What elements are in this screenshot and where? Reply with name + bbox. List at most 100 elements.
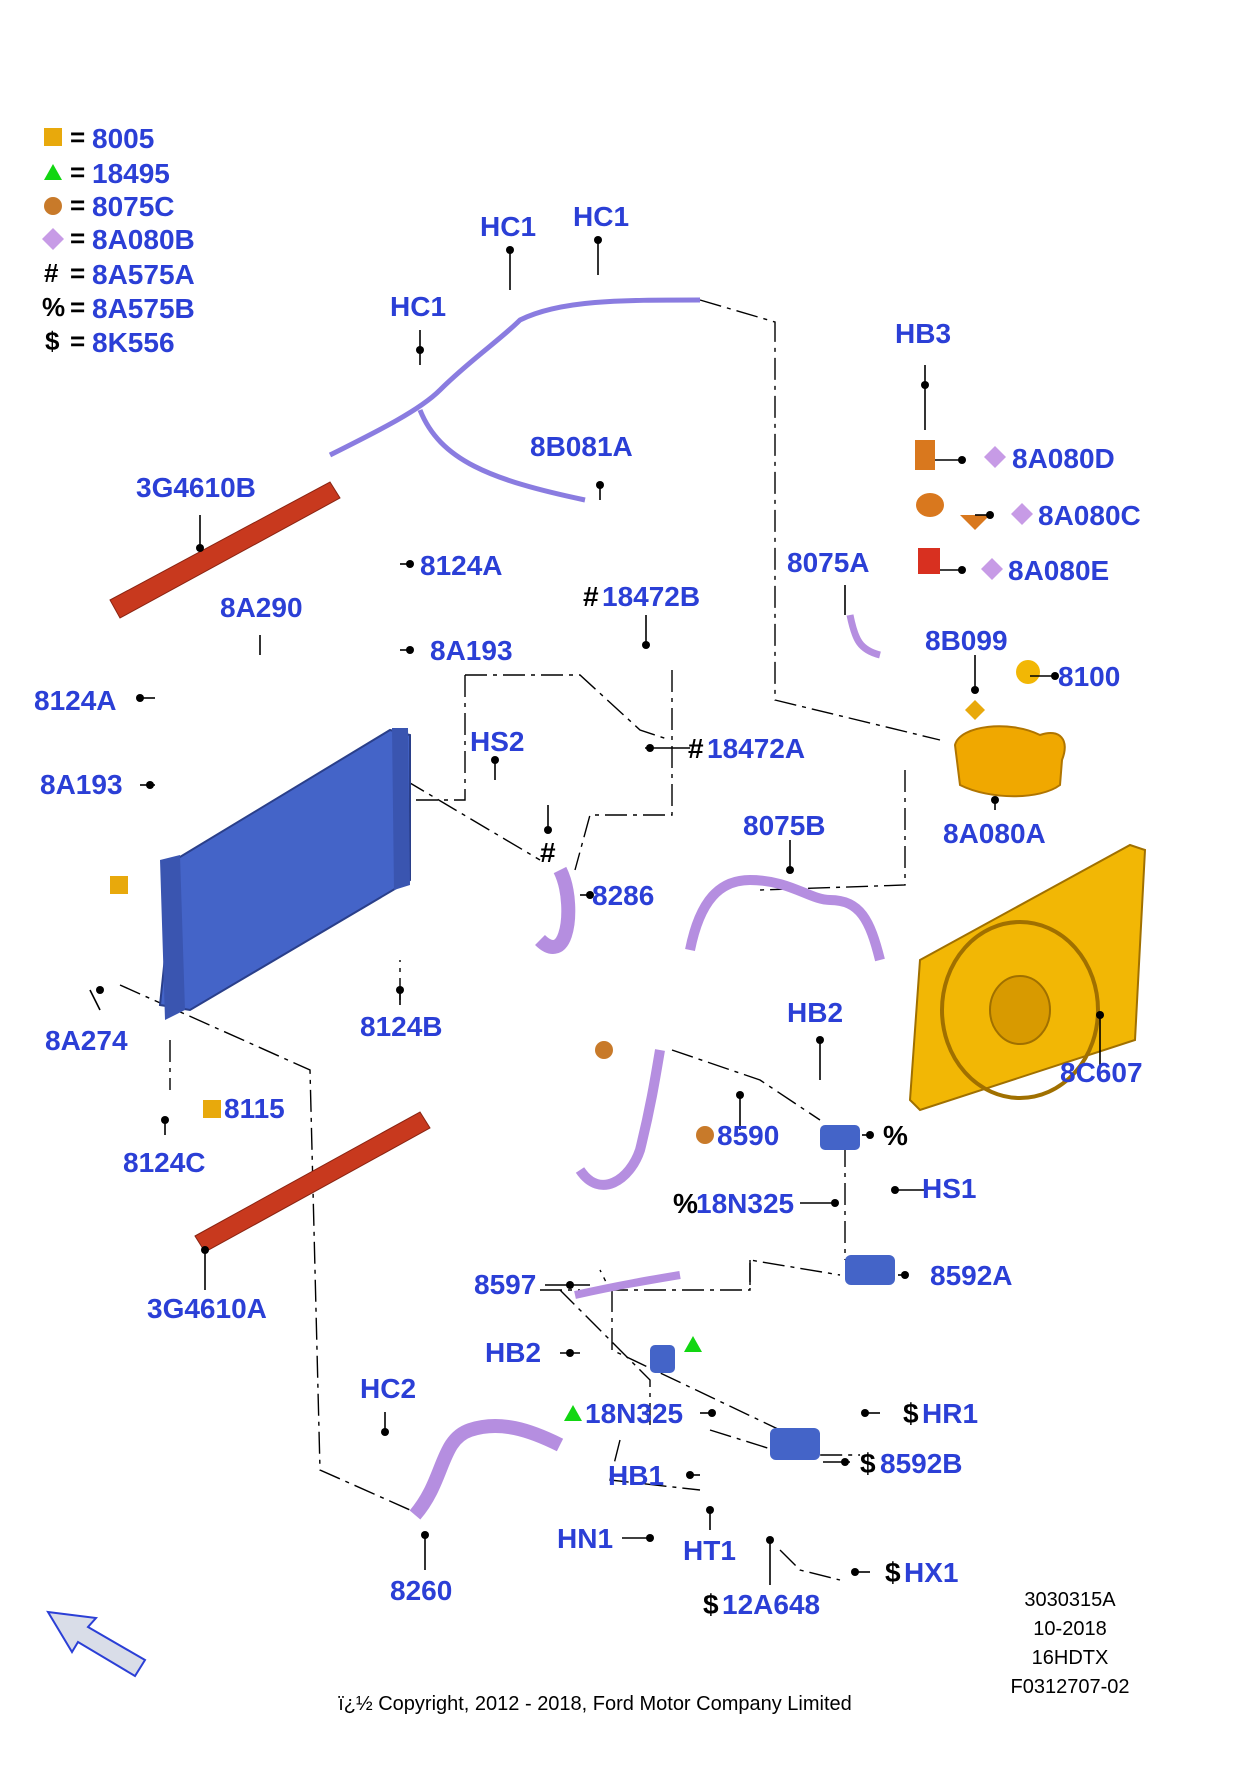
- label-18472b: 18472B: [602, 581, 700, 612]
- diamond-marker-8a080d: [984, 446, 1006, 468]
- label-8a080e: 8A080E: [1008, 555, 1109, 586]
- legend-code-3: 8075C: [92, 191, 175, 222]
- thermostat-8592b: [770, 1428, 820, 1460]
- part-labels: HC1 HC1 HC1 HB3 8A080D 8A080C 8A080E 8B0…: [34, 201, 1143, 1620]
- pump-part: [650, 1345, 675, 1373]
- label-8b099: 8B099: [925, 625, 1008, 656]
- foam-strip-3g4610a: [194, 1111, 431, 1253]
- radiator: [158, 728, 411, 1020]
- label-hx1: HX1: [904, 1557, 958, 1588]
- legend-circle-icon: [44, 197, 62, 215]
- vent-hose-8b081a: [328, 297, 701, 458]
- circle-marker-8590: [696, 1126, 714, 1144]
- valve-hb2: [820, 1125, 860, 1150]
- legend-code-7: 8K556: [92, 327, 175, 358]
- hose-8075a: [846, 614, 881, 659]
- hose-8075b: [685, 874, 885, 962]
- label-18n325-bot: 18N325: [585, 1398, 683, 1429]
- label-8a193-left: 8A193: [40, 769, 123, 800]
- legend-symbol-5: #: [44, 258, 59, 288]
- label-18472b-symbol: #: [583, 581, 599, 612]
- legend-eq-7: =: [70, 326, 85, 356]
- label-18n325-top-symbol: %: [673, 1188, 698, 1219]
- vent-hose-branch: [417, 409, 586, 503]
- label-8592b-symbol: $: [860, 1448, 876, 1479]
- legend-code-1: 8005: [92, 123, 154, 154]
- label-8115: 8115: [224, 1093, 285, 1124]
- label-hash-lone: #: [540, 837, 556, 868]
- label-8100: 8100: [1058, 661, 1120, 692]
- label-hn1: HN1: [557, 1523, 613, 1554]
- label-8124c: 8124C: [123, 1147, 206, 1178]
- label-12a648: 12A648: [722, 1589, 820, 1620]
- label-hb2-top: HB2: [787, 997, 843, 1028]
- degas-valves: [915, 440, 990, 574]
- fan-shroud: [908, 843, 1147, 1112]
- label-8a080a: 8A080A: [943, 818, 1046, 849]
- label-hc1-c: HC1: [390, 291, 446, 322]
- triangle-marker-pump: [684, 1336, 702, 1352]
- legend-diamond-icon: [42, 228, 64, 250]
- hose-8260: [409, 1418, 564, 1520]
- label-8124a-left: 8124A: [34, 685, 117, 716]
- label-8590: 8590: [717, 1120, 779, 1151]
- info-line-3: 16HDTX: [1032, 1647, 1109, 1669]
- label-hc2: HC2: [360, 1373, 416, 1404]
- label-8a290: 8A290: [220, 592, 303, 623]
- label-8124a-top: 8124A: [420, 550, 503, 581]
- expansion-tank: [953, 660, 1066, 798]
- label-hx1-symbol: $: [885, 1557, 901, 1588]
- legend-eq-1: =: [70, 122, 85, 152]
- label-8075a: 8075A: [787, 547, 870, 578]
- info-line-1: 3030315A: [1024, 1589, 1116, 1611]
- info-line-2: 10-2018: [1033, 1618, 1106, 1640]
- label-18n325-top: 18N325: [696, 1188, 794, 1219]
- legend-code-4: 8A080B: [92, 224, 195, 255]
- legend-code-2: 18495: [92, 158, 170, 189]
- legend-eq-6: =: [70, 292, 85, 322]
- hose-8286: [535, 866, 576, 954]
- diamond-marker-8a080c: [1011, 503, 1033, 525]
- label-hs1: HS1: [922, 1173, 976, 1204]
- label-8592a: 8592A: [930, 1260, 1013, 1291]
- label-8075b: 8075B: [743, 810, 826, 841]
- label-hc1-b: HC1: [573, 201, 629, 232]
- circle-marker-8075c: [595, 1041, 613, 1059]
- legend-eq-5: =: [70, 258, 85, 288]
- legend-symbol-7: $: [45, 326, 60, 356]
- foam-strip-3g4610b: [109, 481, 341, 619]
- label-8592b: 8592B: [880, 1448, 963, 1479]
- triangle-marker-18n325: [564, 1405, 582, 1421]
- legend: = 8005 = 18495 = 8075C = 8A080B # = 8A57…: [42, 122, 195, 358]
- label-hb1: HB1: [608, 1460, 664, 1491]
- label-3g4610b: 3G4610B: [136, 472, 256, 503]
- hose-8075b-lower: [575, 1049, 665, 1190]
- front-direction-arrow-icon: [46, 1610, 147, 1678]
- legend-eq-2: =: [70, 157, 85, 187]
- label-hb2-bot: HB2: [485, 1337, 541, 1368]
- legend-triangle-icon: [44, 164, 62, 180]
- label-hr1-symbol: $: [903, 1398, 919, 1429]
- routing-lines: [119, 299, 941, 1581]
- legend-square-icon: [44, 128, 62, 146]
- label-pct-lone: %: [883, 1120, 908, 1151]
- label-hc1-a: HC1: [480, 211, 536, 242]
- info-line-4: F0312707-02: [1011, 1676, 1130, 1698]
- label-8260: 8260: [390, 1575, 452, 1606]
- hose-8597: [574, 1271, 681, 1299]
- square-marker-8115: [203, 1100, 221, 1118]
- label-ht1: HT1: [683, 1535, 736, 1566]
- thermostat-8592a: [845, 1255, 895, 1285]
- copyright-text: ï¿½ Copyright, 2012 - 2018, Ford Motor C…: [338, 1693, 852, 1715]
- legend-eq-4: =: [70, 223, 85, 253]
- legend-code-6: 8A575B: [92, 293, 195, 324]
- label-18472a-symbol: #: [688, 733, 704, 764]
- label-8a080c: 8A080C: [1038, 500, 1141, 531]
- label-8124b: 8124B: [360, 1011, 443, 1042]
- label-8286: 8286: [592, 880, 654, 911]
- leader-lines: [89, 236, 1104, 1585]
- square-marker-radiator: [110, 876, 128, 894]
- label-hb3: HB3: [895, 318, 951, 349]
- label-8a274: 8A274: [45, 1025, 128, 1056]
